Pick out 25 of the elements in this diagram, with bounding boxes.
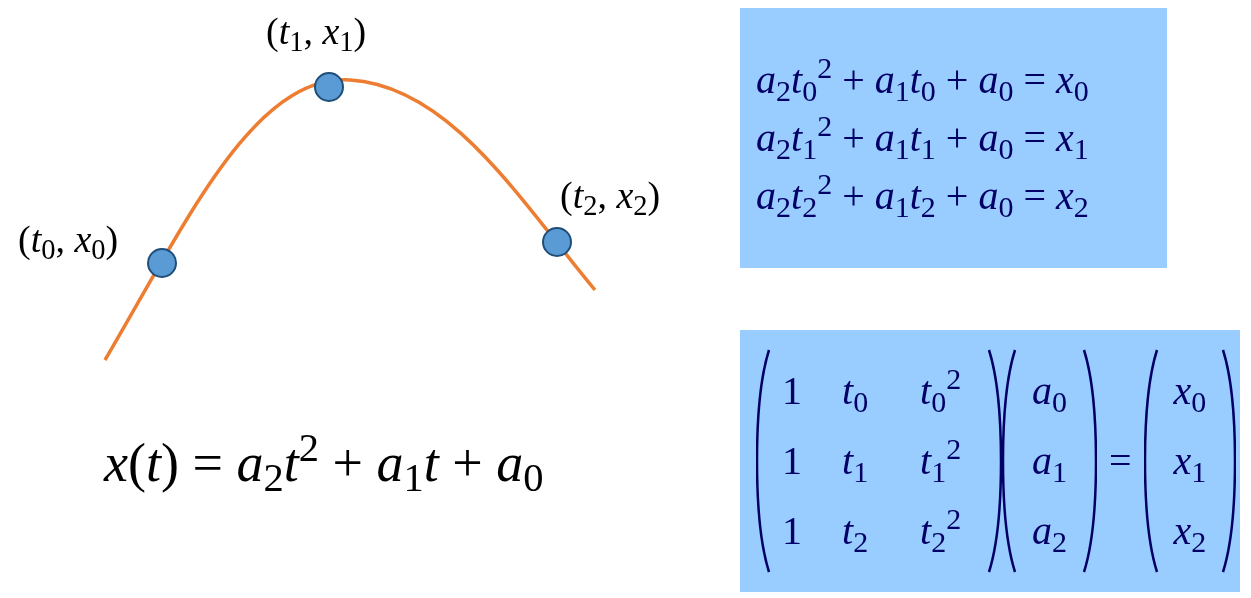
matrix-entry: t$_{1}$ [842, 441, 869, 481]
matrix-entry: a$_{2}$ [1032, 511, 1067, 551]
point-label: (t$_{0}$, x$_{0}$) [18, 218, 119, 260]
data-point [542, 227, 572, 257]
equation: a$_{2}$t$_{1}$$^{2}$ + a$_{1}$t$_{1}$ + a$_{0}$ = x$_{1}$ [756, 115, 1089, 160]
equation: a$_{2}$t$_{0}$$^{2}$ + a$_{1}$t$_{0}$ + a$_{0}$ = x$_{0}$ [756, 57, 1089, 102]
quadratic-formula: x(t) = a$_{2}$t$^{2}$ + a$_{1}$t + a$_{0}$ [104, 433, 544, 493]
matrix-entry: t$_{2}$ [842, 511, 869, 551]
matrix-entry: x$_{2}$ [1173, 511, 1207, 551]
point-label: (t$_{1}$, x$_{1}$) [266, 10, 367, 52]
matrix-entry: 1 [782, 511, 802, 551]
matrix-entry: x$_{1}$ [1173, 441, 1207, 481]
matrix-entry: x$_{0}$ [1173, 371, 1207, 411]
data-point [147, 248, 177, 278]
equation: a$_{2}$t$_{2}$$^{2}$ + a$_{1}$t$_{2}$ + a$_{0}$ = x$_{2}$ [756, 173, 1089, 218]
matrix-entry: 1 [782, 441, 802, 481]
equation-panel [740, 8, 1167, 268]
matrix-entry: a$_{0}$ [1032, 371, 1067, 411]
matrix-equation-panel [740, 330, 1240, 592]
matrix-entry: 1 [782, 371, 802, 411]
matrix-entry: a$_{1}$ [1032, 441, 1067, 481]
matrix-entry: t$_{0}$ [842, 371, 869, 411]
data-point [314, 72, 344, 102]
equals-sign: = [1109, 438, 1132, 483]
point-label: (t$_{2}$, x$_{2}$) [560, 174, 661, 216]
